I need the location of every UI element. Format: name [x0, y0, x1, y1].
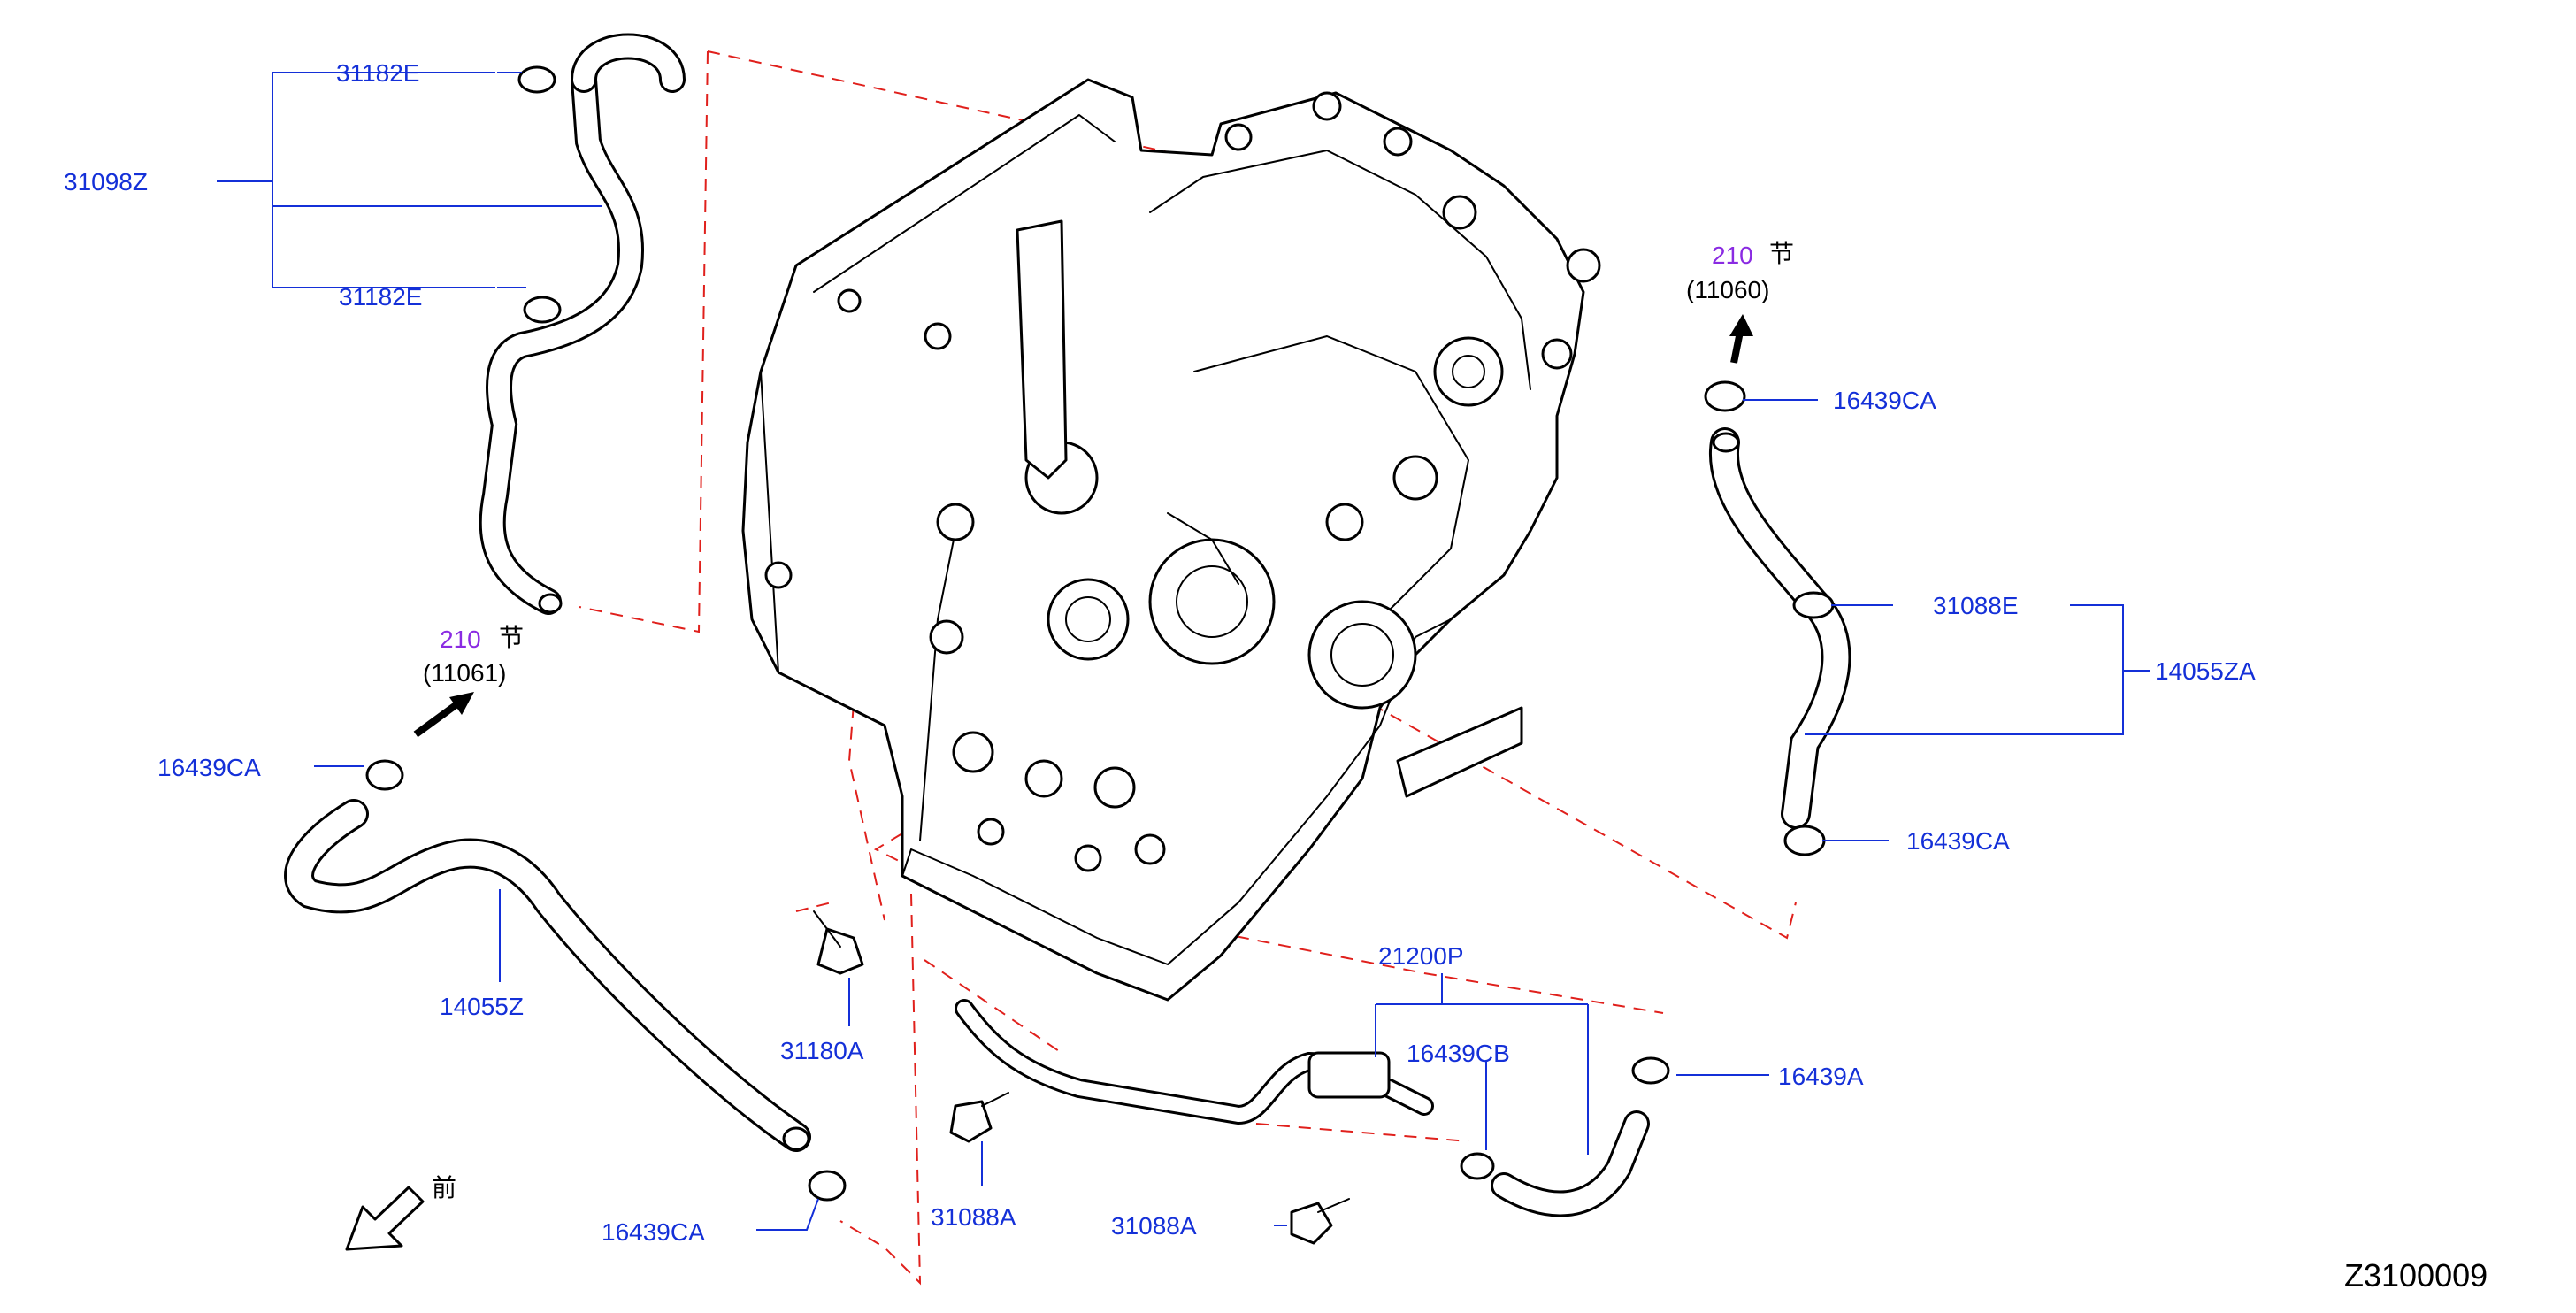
callout-16439A: 16439A	[1778, 1063, 1864, 1090]
callout-31182E-bottom: 31182E	[339, 283, 422, 311]
ref-210-left: 210	[440, 626, 481, 653]
front-direction-marker: 前	[345, 1173, 456, 1251]
ref-11061: (11061)	[423, 659, 506, 687]
bolts	[813, 910, 1350, 1245]
front-arrow-icon	[345, 1186, 425, 1251]
callout-labels: 31182E 31098Z 31182E 210 节 (11061) 16439…	[64, 59, 2256, 1246]
callout-31180A: 31180A	[780, 1037, 864, 1064]
hose-14055Z	[284, 799, 811, 1152]
ref-11060: (11060)	[1686, 276, 1769, 303]
kanji-right: 节	[1769, 239, 1794, 268]
hose-14055ZA	[1708, 427, 1852, 829]
callout-14055Z: 14055Z	[440, 993, 524, 1020]
reference-arrows	[413, 314, 1753, 738]
clamps	[365, 65, 1835, 1202]
callout-31182E-top: 31182E	[336, 59, 419, 87]
figure-id: Z3100009	[2344, 1257, 2488, 1294]
transmission-case	[741, 78, 1601, 1002]
callout-14055ZA: 14055ZA	[2155, 657, 2256, 685]
callout-31088E: 31088E	[1933, 592, 2019, 619]
callout-16439CA-right-top: 16439CA	[1833, 387, 1936, 414]
front-label: 前	[432, 1173, 456, 1202]
callout-16439CA-right-bottom: 16439CA	[1906, 827, 2010, 855]
kanji-left: 节	[499, 623, 524, 652]
leader-lines	[217, 72, 2150, 1231]
ref-210-right: 210	[1712, 242, 1753, 269]
callout-16439CB: 16439CB	[1407, 1040, 1510, 1067]
callout-16439CA-bottom: 16439CA	[602, 1218, 705, 1246]
callout-31098Z: 31098Z	[64, 168, 148, 196]
callout-21200P: 21200P	[1378, 942, 1464, 970]
callout-31088A-right: 31088A	[1111, 1212, 1197, 1240]
callout-31088A-left: 31088A	[931, 1203, 1016, 1231]
hose-31098Z	[479, 33, 686, 615]
callout-16439CA-left: 16439CA	[157, 754, 261, 781]
pipe-21200P	[954, 999, 1650, 1217]
